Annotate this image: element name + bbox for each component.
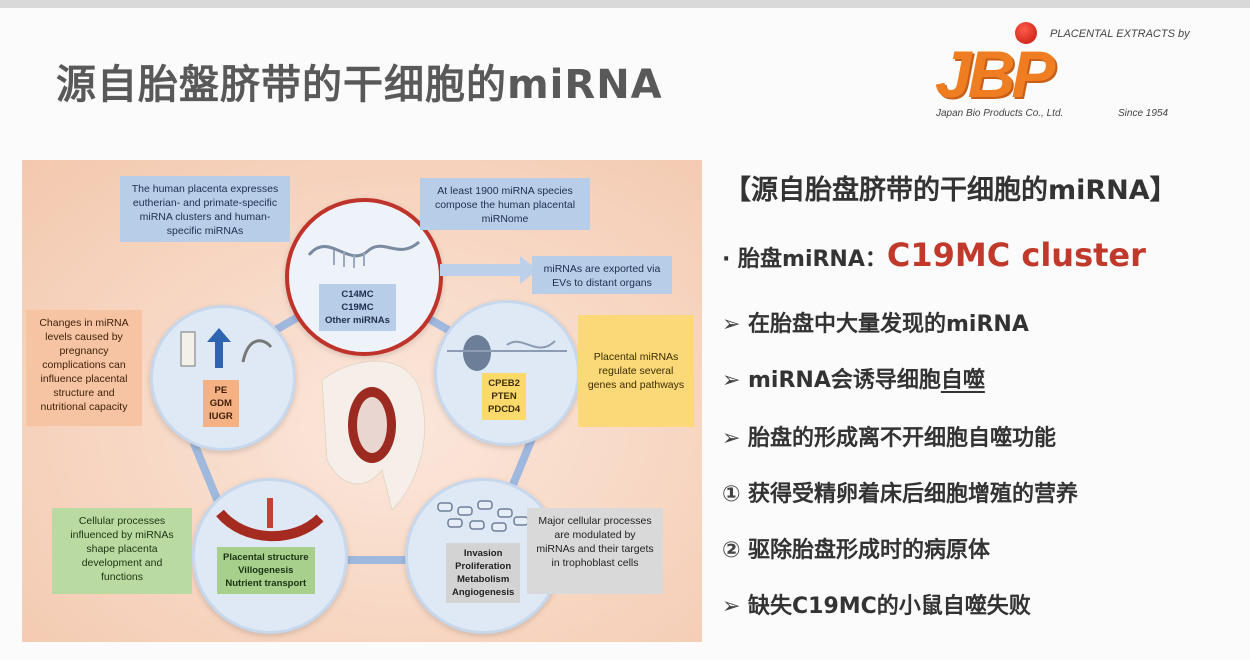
- circled-1-marker: ①: [722, 482, 741, 507]
- bullet-abundant-mirna: ➢ 在胎盘中大量发现的miRNA: [722, 306, 1029, 338]
- callout-top-right: At least 1900 miRNA species compose the …: [420, 178, 590, 230]
- item-1-nutrition: ① 获得受精卵着床后细胞增殖的营养: [722, 476, 1078, 508]
- bullet-induces-autophagy: ➢ miRNA会诱导细胞自噬: [722, 362, 985, 394]
- right-label-cpeb2: CPEB2: [488, 378, 520, 389]
- ribosome-icon: [447, 335, 567, 371]
- bottom-right-label-invasion: Invasion: [463, 548, 503, 559]
- left-node: PE GDM IUGR: [150, 305, 296, 451]
- placenta-mirna-figure: C14MC C19MC Other miRNAs CPEB2 PTEN PDCD…: [22, 160, 702, 642]
- export-arrow: [440, 264, 526, 276]
- bullet-text: 在胎盘中大量发现的miRNA: [748, 312, 1029, 337]
- logo-since: Since 1954: [1118, 108, 1169, 119]
- callout-bottom-left: Cellular processes influenced by miRNAs …: [52, 508, 192, 594]
- bottom-right-label-proliferation: Proliferation: [455, 561, 512, 572]
- arrow-bullet-icon: ➢: [722, 312, 741, 337]
- line-placental-mirna: · 胎盘miRNA：C19MC cluster: [722, 236, 1146, 274]
- callout-bottom-right: Major cellular processes are modulated b…: [527, 508, 663, 594]
- right-label-box: CPEB2 PTEN PDCD4: [482, 373, 527, 420]
- bottom-right-label-box: Invasion Proliferation Metabolism Angiog…: [446, 543, 521, 603]
- left-label-box: PE GDM IUGR: [203, 380, 239, 427]
- center-node: C14MC C19MC Other miRNAs: [285, 198, 443, 356]
- page-title: 源自胎盤脐带的干细胞的miRNA: [56, 62, 663, 108]
- c19mc-cluster-highlight: C19MC cluster: [886, 236, 1146, 274]
- top-divider: [0, 0, 1250, 8]
- bottom-left-label-nutrient: Nutrient transport: [225, 578, 307, 589]
- circled-2-marker: ②: [722, 538, 741, 563]
- callout-right: Placental miRNAs regulate several genes …: [578, 315, 694, 427]
- right-label-pten: PTEN: [491, 391, 517, 402]
- export-arrow-head-icon: [520, 256, 538, 284]
- bullet-c19mc-mice: ➢ 缺失C19MC的小鼠自噬失败: [722, 588, 1031, 620]
- bullet-text: 胎盘的形成离不开细胞自噬功能: [748, 426, 1057, 451]
- item-text: 驱除胎盘形成时的病原体: [748, 538, 991, 563]
- center-label-c19mc: C19MC: [341, 302, 374, 313]
- line1-prefix: · 胎盘miRNA：: [722, 247, 887, 272]
- bottom-left-label-box: Placental structure Villogenesis Nutrien…: [217, 547, 315, 594]
- callout-exported: miRNAs are exported via EVs to distant o…: [532, 256, 672, 294]
- arrow-bullet-icon: ➢: [722, 594, 741, 619]
- center-label-box: C14MC C19MC Other miRNAs: [319, 284, 396, 331]
- logo-tagline: PLACENTAL EXTRACTS by: [1050, 28, 1190, 40]
- right-label-pdcd4: PDCD4: [488, 404, 521, 415]
- left-label-pe: PE: [214, 385, 228, 396]
- jbp-logo: PLACENTAL EXTRACTS by JBP Japan Bio Prod…: [930, 18, 1230, 128]
- item-2-pathogens: ② 驱除胎盘形成时的病原体: [722, 532, 990, 564]
- bullet-placenta-formation: ➢ 胎盘的形成离不开细胞自噬功能: [722, 420, 1056, 452]
- item-text: 获得受精卵着床后细胞增殖的营养: [748, 482, 1079, 507]
- center-label-other: Other miRNAs: [325, 315, 390, 326]
- logo-company: Japan Bio Products Co., Ltd.: [936, 108, 1064, 119]
- callout-left: Changes in miRNA levels caused by pregna…: [26, 310, 142, 426]
- bottom-left-node: Placental structure Villogenesis Nutrien…: [192, 478, 348, 634]
- bullet-text: miRNA会诱导细胞: [748, 368, 941, 393]
- bottom-right-label-metabolism: Metabolism: [457, 574, 510, 585]
- center-label-c14mc: C14MC: [341, 289, 374, 300]
- placental-tissue-icon: [216, 498, 324, 542]
- placenta-change-icon: [180, 328, 273, 368]
- callout-top-left: The human placenta expresses eutherian- …: [120, 176, 290, 242]
- arrow-bullet-icon: ➢: [722, 368, 741, 393]
- arrow-bullet-icon: ➢: [722, 426, 741, 451]
- bottom-right-label-angiogenesis: Angiogenesis: [452, 587, 515, 598]
- bottom-left-label-villogenesis: Villogenesis: [238, 565, 294, 576]
- bullet-text: 缺失C19MC的小鼠自噬失败: [748, 594, 1031, 619]
- panel-heading: 【源自胎盘脐带的干细胞的miRNA】: [724, 175, 1177, 206]
- right-node: CPEB2 PTEN PDCD4: [434, 300, 580, 446]
- left-label-gdm: GDM: [209, 398, 232, 409]
- rna-hairpin-icon: [307, 240, 421, 268]
- logo-mark: JBP: [935, 37, 1055, 111]
- autophagy-underlined: 自噬: [940, 368, 985, 393]
- logo-red-dot: [1015, 22, 1037, 44]
- left-label-iugr: IUGR: [209, 411, 233, 422]
- bottom-left-label-structure: Placental structure: [223, 552, 309, 563]
